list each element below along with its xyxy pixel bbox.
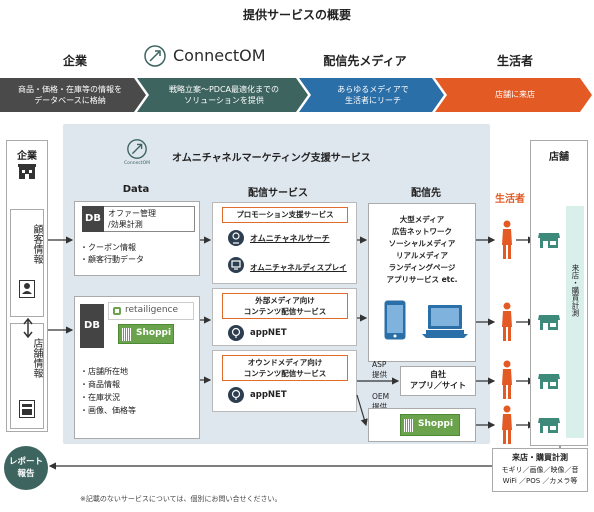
- connectom-logo: ConnectOM: [143, 44, 313, 68]
- service-external-heading-box: [222, 293, 348, 319]
- flow-header-company: 企業: [62, 54, 87, 68]
- shoppi-barcode-icon: [122, 328, 132, 341]
- visit-bar-label: 来店・購買計測: [571, 263, 580, 317]
- col-dest: 配信先: [411, 188, 441, 199]
- company-column: 企業 顧客情報 店舗情報: [6, 140, 48, 432]
- flow-arrow-2-text: 戦略立案〜PDCA最適化までの ソリューションを提供: [168, 85, 280, 105]
- flow-arrow-4-text: 店舗に来店: [495, 90, 535, 99]
- service-promotion-heading: プロモーション支援サービス: [236, 210, 334, 219]
- flow-arrow-3: [299, 78, 444, 112]
- col-data: Data: [122, 184, 150, 195]
- flow-arrow-1: [0, 78, 146, 112]
- consumer-icon-1: [502, 220, 512, 259]
- store-icon-3: [538, 374, 560, 389]
- flow-header-media: 配信先メディア: [323, 54, 407, 68]
- smartphone-icon: [384, 300, 406, 340]
- consumer-icon-2: [502, 302, 512, 341]
- customer-db-icon: [19, 280, 35, 298]
- line-svc3-oem: [356, 394, 368, 427]
- shoppi-logo: Shoppi: [118, 324, 174, 344]
- own-app-box: [400, 366, 476, 396]
- flow-header-consumer: 生活者: [496, 54, 533, 68]
- service-promotion-heading-box: [222, 207, 348, 223]
- consumer-icon-3: [502, 360, 512, 399]
- flow-arrow-2: [137, 78, 308, 112]
- dest-media-5: ランディングページ: [388, 263, 456, 272]
- store-icon-1: [538, 233, 560, 248]
- report-label: レポート 報告: [8, 457, 43, 479]
- db-offer-item-1: ・クーポン情報: [80, 243, 136, 252]
- dest-media-1: 大型メディア: [399, 215, 445, 224]
- appnet-owned-icon: [228, 387, 244, 403]
- appnet-external-icon: [228, 325, 244, 341]
- panel-title: オムニチャネルマーケティング支援サービス: [172, 153, 371, 164]
- flow-arrow-3-text: あらゆるメディアで 生活者にリーチ: [337, 85, 409, 105]
- building-icon: [18, 164, 36, 179]
- connectom-logo-text: ConnectOM: [173, 46, 266, 65]
- asp-label: ASP 提供: [372, 360, 387, 379]
- page-title: 提供サービスの概要: [242, 8, 351, 22]
- store-title: 店舗: [549, 152, 569, 163]
- measure-body: モギリ／画像／映像／音 WiFi ／POS ／カメラ等: [501, 466, 579, 485]
- store-icon-2: [538, 315, 560, 330]
- visit-bar: [566, 206, 584, 438]
- own-app-label: 自社 アプリ／サイト: [410, 370, 466, 390]
- oem-shoppi-text: Shoppi: [418, 419, 454, 429]
- panel-logo-icon: [127, 139, 147, 159]
- customer-info-label: 顧客情報: [31, 224, 42, 264]
- consumer-icon-4: [502, 405, 512, 444]
- retailigence-logo: retailigence: [108, 302, 194, 320]
- search-service-icon: [228, 230, 244, 246]
- oem-label: OEM 提供: [372, 392, 390, 411]
- report-circle: [4, 446, 48, 490]
- db-store-tag: DB: [80, 304, 104, 348]
- col-service: 配信サービス: [248, 188, 308, 199]
- db-offer-item-2: ・顧客行動データ: [80, 255, 144, 264]
- display-service-icon: [228, 257, 244, 273]
- service-promotion-item-2: オムニチャネルディスプレイ: [250, 263, 347, 272]
- dest-media-3: ソーシャルメディア: [388, 239, 456, 248]
- consumer-title: 生活者: [495, 194, 525, 205]
- connectom-logo-icon: [144, 45, 166, 67]
- store-info-box: 店舗情報: [10, 323, 44, 429]
- dest-media-4: リアルメディア: [396, 251, 448, 260]
- db-offer-tag: DB: [82, 206, 104, 232]
- store-icon-4: [538, 418, 560, 433]
- shoppi-text: Shoppi: [136, 328, 172, 338]
- vertical-double-arrow: [23, 318, 33, 338]
- service-owned-item: appNET: [250, 390, 287, 400]
- service-external-heading: 外部メディア向け コンテンツ配信サービス: [243, 296, 327, 316]
- retailigence-text: retailigence: [125, 305, 179, 315]
- panel-logo-text: ConnectOM: [123, 161, 151, 166]
- customer-info-box: 顧客情報: [10, 209, 44, 317]
- measure-title: 来店・購買計測: [512, 453, 568, 462]
- dest-media-2: 広告ネットワーク: [392, 227, 452, 236]
- dest-media-6: アプリサービス etc.: [386, 275, 458, 284]
- db-store-item-3: ・在庫状況: [80, 393, 120, 402]
- db-store-item-2: ・商品情報: [80, 380, 120, 389]
- flow-arrows: [0, 78, 592, 112]
- laptop-icon: [422, 305, 468, 338]
- service-promotion-item-1: オムニチャネルサーチ: [250, 234, 330, 243]
- db-store-item-1: ・店舗所在地: [80, 367, 128, 376]
- db-store-item-4: ・画像、価格等: [80, 406, 136, 415]
- company-title: 企業: [17, 151, 37, 162]
- store-db-icon: [19, 400, 35, 418]
- flow-arrow-1-text: 商品・価格・在庫等の情報を データベースに格納: [18, 85, 122, 105]
- retailigence-mark-icon: [113, 307, 121, 315]
- footnote: ※記載のないサービスについては、個別にお問い合せください。: [80, 495, 282, 503]
- oem-shoppi-logo: Shoppi: [400, 414, 460, 436]
- store-info-label: 店舗情報: [31, 338, 42, 378]
- oem-shoppi-barcode-icon: [404, 419, 414, 432]
- db-offer-label: オファー管理 /効果計測: [108, 209, 156, 229]
- service-owned-heading-box: [222, 355, 348, 381]
- measure-box: [492, 448, 588, 492]
- service-external-item: appNET: [250, 328, 287, 338]
- service-owned-heading: オウンドメディア向け コンテンツ配信サービス: [243, 358, 327, 378]
- flow-arrow-4: [435, 78, 592, 112]
